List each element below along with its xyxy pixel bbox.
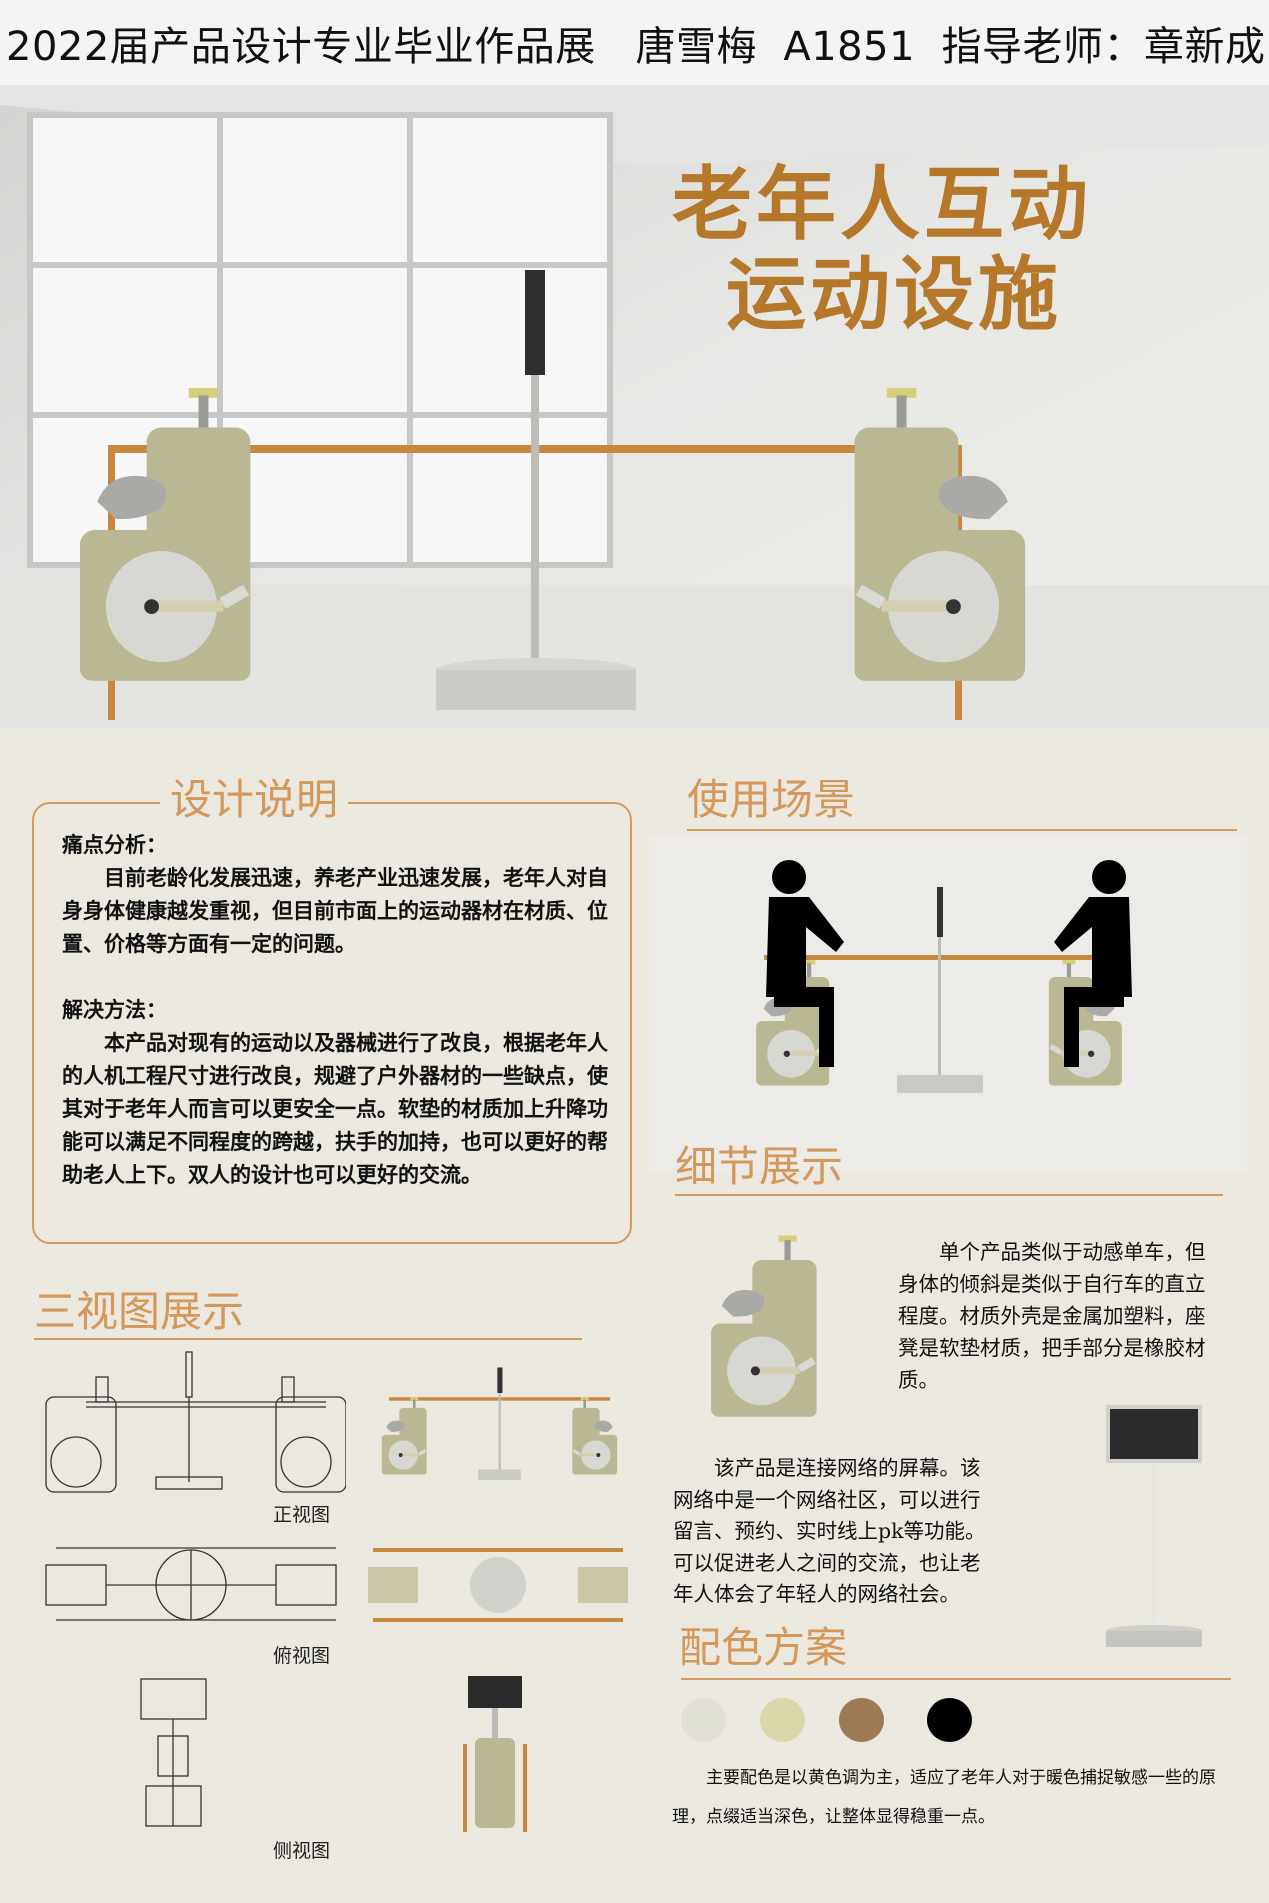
swatch-pale-yellow <box>760 1698 805 1742</box>
views-heading: 三视图展示 <box>34 1287 245 1336</box>
pain-text: 目前老龄化发展迅速，养老产业迅速发展，老年人对自身身体健康越发重视，但目前市面上… <box>62 865 608 956</box>
swatch-brown <box>839 1698 884 1742</box>
front-view-label: 正视图 <box>273 1504 331 1526</box>
views-divider <box>34 1338 582 1340</box>
pain-label: 痛点分析： <box>62 832 167 857</box>
screen-detail-image <box>1106 1405 1202 1647</box>
solution-text: 本产品对现有的运动以及器械进行了改良，根据老年人的人机工程尺寸进行改良，规避了户… <box>62 1030 608 1187</box>
colors-divider <box>681 1678 1231 1680</box>
top-view-label: 俯视图 <box>273 1645 331 1667</box>
person-silhouette-right <box>1054 860 1132 1067</box>
solution-label: 解决方法： <box>62 997 167 1022</box>
scene-heading: 使用场景 <box>687 775 856 824</box>
usage-scene-image <box>649 837 1247 1171</box>
colors-heading: 配色方案 <box>679 1623 848 1672</box>
colors-text: 主要配色是以黄色调为主，适应了老年人对于暖色捕捉敏感一些的原理，点缀适当深色，让… <box>672 1768 1216 1827</box>
detail-divider <box>675 1194 1223 1196</box>
hero-title-line2: 运动设施 <box>726 248 1062 341</box>
swatch-light-gray <box>681 1698 726 1742</box>
bike-detail-image <box>711 1235 817 1417</box>
hero-product-image <box>0 85 1269 728</box>
front-view-drawing <box>45 1351 346 1493</box>
swatch-black <box>927 1698 972 1742</box>
hero-render: 老年人互动 运动设施 <box>0 85 1269 728</box>
bike-detail-text: 单个产品类似于动感单车，但身体的倾斜是类似于自行车的直立程度。材质外壳是金属加塑… <box>898 1240 1206 1392</box>
detail-heading: 细节展示 <box>675 1142 844 1191</box>
header-title: 2022届产品设计专业毕业作品展 唐雪梅 A1851 指导老师：章新成 <box>6 24 1266 70</box>
side-view-render <box>463 1676 527 1832</box>
top-view-render <box>368 1548 628 1622</box>
design-text: 痛点分析： 目前老龄化发展迅速，养老产业迅速发展，老年人对自身身体健康越发重视，… <box>62 828 612 1191</box>
side-view-drawing <box>140 1678 207 1827</box>
screen-detail-text: 该产品是连接网络的屏幕。该网络中是一个网络社区，可以进行留言、预约、实时线上pk… <box>673 1456 986 1606</box>
front-view-render <box>381 1367 618 1481</box>
top-view-drawing <box>45 1547 337 1621</box>
hero-title-line1: 老年人互动 <box>672 158 1092 251</box>
design-heading: 设计说明 <box>160 776 349 824</box>
scene-divider <box>687 829 1237 831</box>
header-bar: 2022届产品设计专业毕业作品展 唐雪梅 A1851 指导老师：章新成 <box>0 0 1269 85</box>
side-view-label: 侧视图 <box>273 1840 331 1862</box>
person-silhouette-left <box>766 860 844 1067</box>
